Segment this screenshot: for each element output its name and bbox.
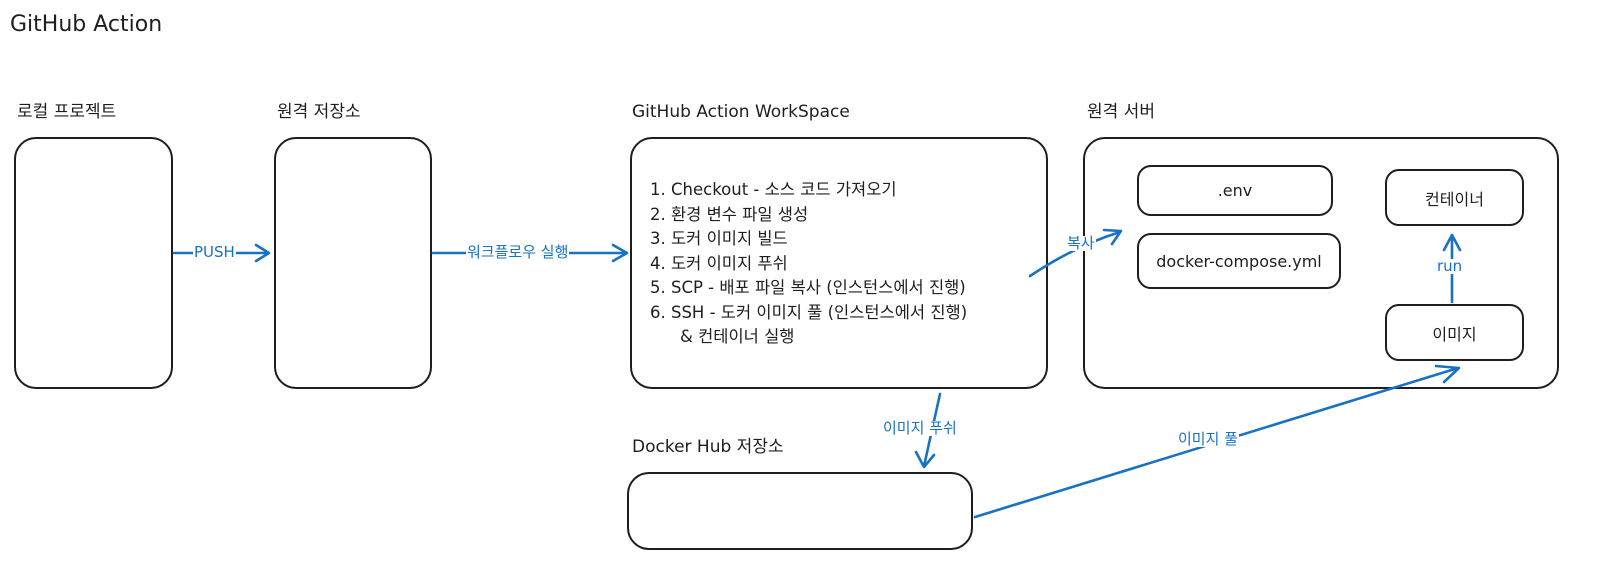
workspace-step: 4. 도커 이미지 푸쉬 — [650, 253, 788, 273]
push-edge-label: PUSH — [193, 243, 236, 261]
docker-hub-label: Docker Hub 저장소 — [632, 437, 784, 457]
workspace-step: 1. Checkout - 소스 코드 가져오기 — [650, 180, 897, 199]
env-file-label: .env — [1217, 181, 1253, 200]
image-push-edge-label: 이미지 푸쉬 — [882, 419, 958, 437]
workspace-step: 6. SSH - 도커 이미지 풀 (인스턴스에서 진행) — [650, 302, 968, 322]
image-label: 이미지 — [1432, 324, 1477, 344]
remote-server-label: 원격 서버 — [1087, 102, 1155, 122]
image-box[interactable]: 이미지 — [1385, 304, 1524, 361]
remote-server-box[interactable] — [1083, 137, 1559, 389]
container-box[interactable]: 컨테이너 — [1385, 169, 1524, 226]
workspace-box[interactable] — [630, 137, 1048, 389]
compose-file-label: docker-compose.yml — [1156, 251, 1322, 271]
local-project-box[interactable] — [14, 137, 173, 389]
remote-repo-box[interactable] — [274, 137, 432, 389]
workflow-edge-label: 워크플로우 실행 — [466, 243, 570, 261]
page-title: GitHub Action — [10, 12, 163, 37]
workspace-step: 2. 환경 변수 파일 생성 — [650, 204, 809, 224]
docker-hub-box[interactable] — [627, 472, 973, 550]
workspace-label: GitHub Action WorkSpace — [632, 102, 850, 122]
run-edge-label: run — [1436, 257, 1464, 275]
image-pull-edge-label: 이미지 풀 — [1177, 430, 1239, 448]
compose-file-box[interactable]: docker-compose.yml — [1137, 233, 1341, 289]
local-project-label: 로컬 프로젝트 — [17, 102, 117, 122]
env-file-box[interactable]: .env — [1137, 165, 1333, 216]
copy-edge-label: 복사 — [1066, 234, 1096, 252]
container-label: 컨테이너 — [1425, 189, 1484, 209]
workspace-step: & 컨테이너 실행 — [680, 327, 795, 346]
workspace-step: 5. SCP - 배포 파일 복사 (인스턴스에서 진행) — [650, 278, 966, 297]
workspace-step: 3. 도커 이미지 빌드 — [650, 229, 788, 248]
remote-repo-label: 원격 저장소 — [277, 102, 361, 122]
workspace-steps: 1. Checkout - 소스 코드 가져오기 2. 환경 변수 파일 생성 … — [650, 178, 967, 350]
